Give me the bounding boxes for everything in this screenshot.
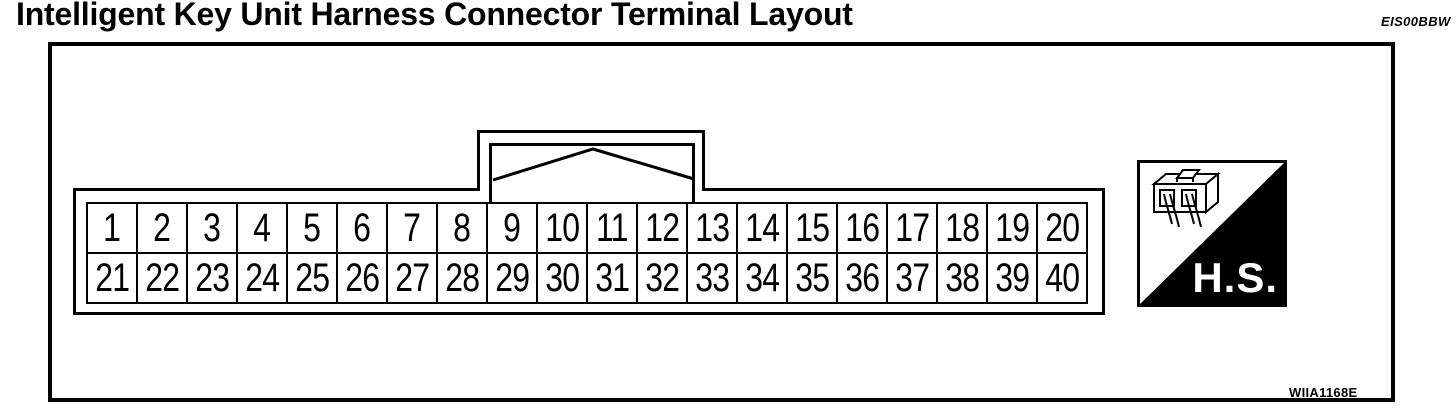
terminal-number: 21 bbox=[95, 256, 130, 300]
terminal-number: 11 bbox=[596, 206, 628, 250]
terminal-cell-29: 29 bbox=[487, 253, 537, 303]
terminal-cell-18: 18 bbox=[937, 203, 987, 253]
terminal-number: 38 bbox=[945, 256, 980, 300]
terminal-number: 30 bbox=[545, 256, 580, 300]
terminal-number: 35 bbox=[795, 256, 830, 300]
terminal-cell-22: 22 bbox=[137, 253, 187, 303]
terminal-number: 7 bbox=[403, 206, 422, 250]
terminal-number: 24 bbox=[245, 256, 280, 300]
terminal-cell-20: 20 bbox=[1037, 203, 1087, 253]
terminal-number: 36 bbox=[845, 256, 880, 300]
terminal-number: 2 bbox=[153, 206, 172, 250]
terminal-cell-39: 39 bbox=[987, 253, 1037, 303]
terminal-cell-8: 8 bbox=[437, 203, 487, 253]
terminal-cell-31: 31 bbox=[587, 253, 637, 303]
terminal-number: 17 bbox=[895, 206, 930, 250]
terminal-number: 29 bbox=[495, 256, 530, 300]
terminal-number: 6 bbox=[353, 206, 372, 250]
terminal-number: 8 bbox=[453, 206, 472, 250]
terminal-cell-19: 19 bbox=[987, 203, 1037, 253]
terminal-number: 13 bbox=[695, 206, 730, 250]
terminal-cell-14: 14 bbox=[737, 203, 787, 253]
terminal-number: 22 bbox=[145, 256, 180, 300]
terminal-cell-5: 5 bbox=[287, 203, 337, 253]
terminal-cell-40: 40 bbox=[1037, 253, 1087, 303]
terminal-number: 9 bbox=[503, 206, 522, 250]
terminal-cell-32: 32 bbox=[637, 253, 687, 303]
terminal-cell-12: 12 bbox=[637, 203, 687, 253]
terminal-number: 23 bbox=[195, 256, 230, 300]
terminal-cell-3: 3 bbox=[187, 203, 237, 253]
terminal-number: 10 bbox=[545, 206, 580, 250]
terminal-cell-17: 17 bbox=[887, 203, 937, 253]
terminal-number: 14 bbox=[745, 206, 780, 250]
terminal-cell-33: 33 bbox=[687, 253, 737, 303]
terminal-number: 5 bbox=[303, 206, 322, 250]
terminal-cell-2: 2 bbox=[137, 203, 187, 253]
terminal-cell-24: 24 bbox=[237, 253, 287, 303]
terminal-number: 1 bbox=[103, 206, 122, 250]
latch-ridge-lines bbox=[492, 147, 695, 182]
terminal-cell-10: 10 bbox=[537, 203, 587, 253]
terminal-number: 39 bbox=[995, 256, 1030, 300]
terminal-cell-13: 13 bbox=[687, 203, 737, 253]
terminal-number: 20 bbox=[1045, 206, 1080, 250]
connector-latch-inner bbox=[489, 143, 695, 203]
terminal-number: 27 bbox=[395, 256, 430, 300]
terminal-cell-7: 7 bbox=[387, 203, 437, 253]
terminal-cell-27: 27 bbox=[387, 253, 437, 303]
terminal-number: 34 bbox=[745, 256, 780, 300]
terminal-cell-28: 28 bbox=[437, 253, 487, 303]
terminal-number: 25 bbox=[295, 256, 330, 300]
terminal-cell-30: 30 bbox=[537, 253, 587, 303]
terminal-cell-1: 1 bbox=[87, 203, 137, 253]
terminal-number: 16 bbox=[845, 206, 880, 250]
terminal-number: 18 bbox=[945, 206, 980, 250]
terminal-cell-9: 9 bbox=[487, 203, 537, 253]
terminal-cell-36: 36 bbox=[837, 253, 887, 303]
hs-stamp: H.S. bbox=[1137, 160, 1287, 307]
terminal-cell-35: 35 bbox=[787, 253, 837, 303]
terminal-cell-37: 37 bbox=[887, 253, 937, 303]
terminal-cell-16: 16 bbox=[837, 203, 887, 253]
connector-probe-icon bbox=[1151, 169, 1221, 228]
page-title: Intelligent Key Unit Harness Connector T… bbox=[16, 0, 853, 32]
doc-ref-code: EIS00BBW bbox=[1381, 14, 1451, 29]
terminal-number: 3 bbox=[203, 206, 222, 250]
terminal-cell-11: 11 bbox=[587, 203, 637, 253]
figure-ref-code: WIIA1168E bbox=[1289, 385, 1358, 400]
terminal-cell-34: 34 bbox=[737, 253, 787, 303]
terminal-number: 12 bbox=[645, 206, 680, 250]
terminal-cell-38: 38 bbox=[937, 253, 987, 303]
terminal-number: 33 bbox=[695, 256, 730, 300]
hs-stamp-label: H.S. bbox=[1192, 254, 1278, 301]
terminal-cell-15: 15 bbox=[787, 203, 837, 253]
terminal-number: 37 bbox=[895, 256, 930, 300]
terminal-cell-23: 23 bbox=[187, 253, 237, 303]
terminal-number: 4 bbox=[253, 206, 272, 250]
terminal-number: 32 bbox=[645, 256, 680, 300]
terminal-cell-6: 6 bbox=[337, 203, 387, 253]
terminal-cell-26: 26 bbox=[337, 253, 387, 303]
terminal-number: 19 bbox=[995, 206, 1030, 250]
terminal-cell-25: 25 bbox=[287, 253, 337, 303]
terminal-number: 15 bbox=[795, 206, 830, 250]
terminal-number: 26 bbox=[345, 256, 380, 300]
terminal-cell-4: 4 bbox=[237, 203, 287, 253]
terminal-number: 28 bbox=[445, 256, 480, 300]
terminal-number: 31 bbox=[595, 256, 630, 300]
terminal-number: 40 bbox=[1045, 256, 1080, 300]
terminal-cell-21: 21 bbox=[87, 253, 137, 303]
